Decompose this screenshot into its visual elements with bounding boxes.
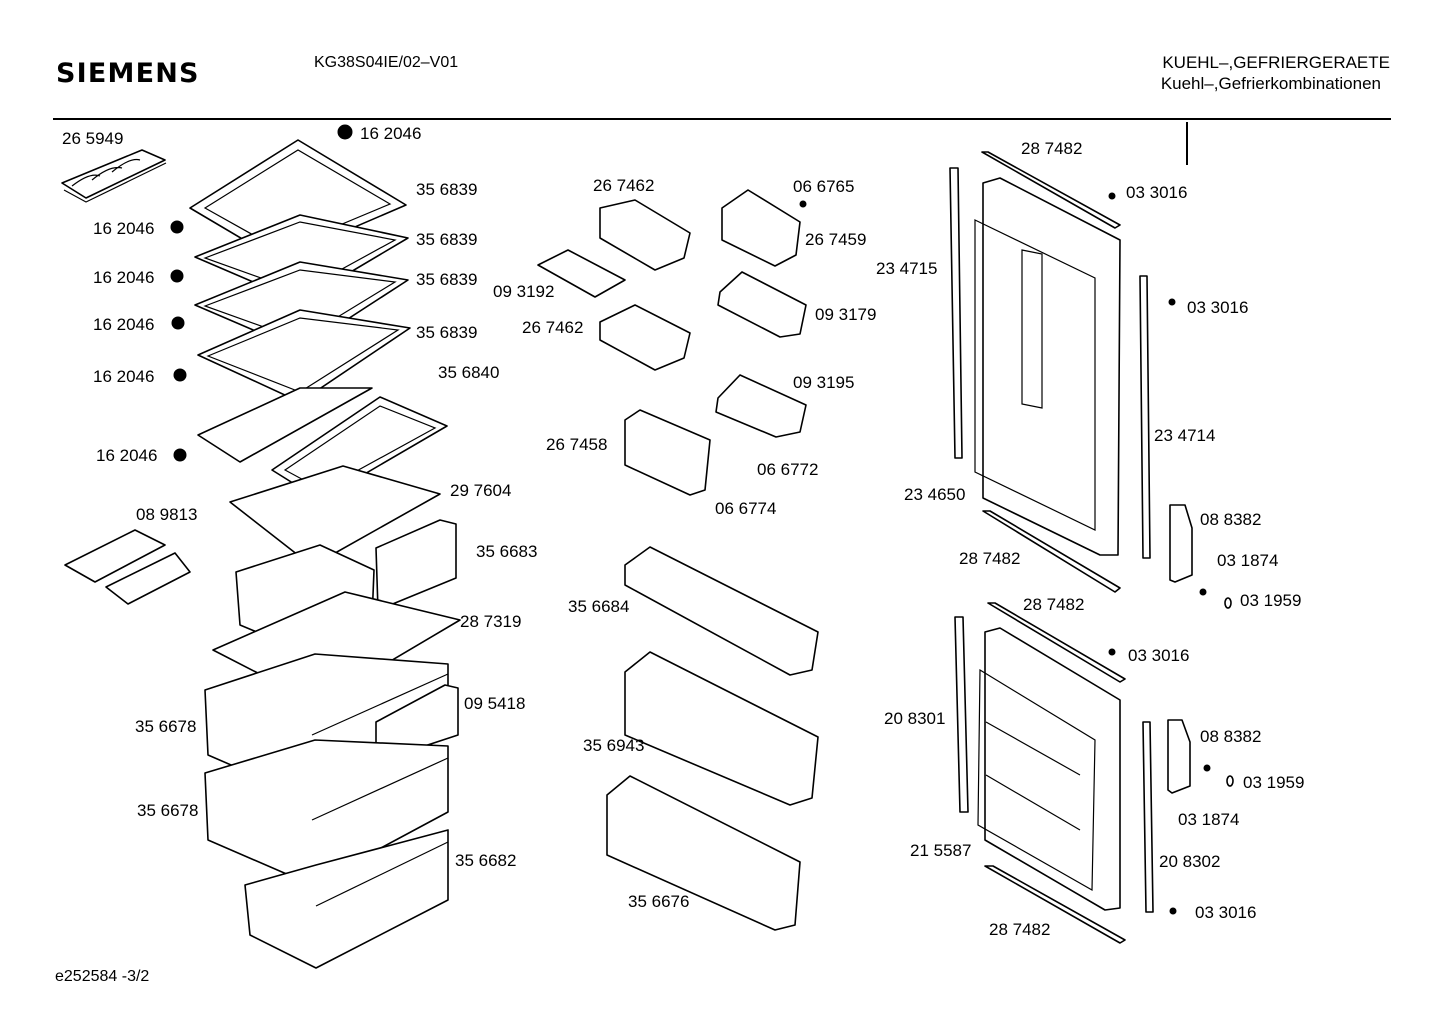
fastener-markers bbox=[170, 124, 1234, 915]
label-26-7458: 26 7458 bbox=[546, 435, 607, 454]
label-35-6676: 35 6676 bbox=[628, 892, 689, 911]
label-06-6772: 06 6772 bbox=[757, 460, 818, 479]
label-08-8382-a: 08 8382 bbox=[1200, 510, 1261, 529]
lower-bottom-strip bbox=[984, 865, 1126, 944]
door-bar-large-1 bbox=[624, 546, 819, 676]
label-09-5418: 09 5418 bbox=[464, 694, 525, 713]
glass-shelf-4 bbox=[197, 309, 411, 403]
butter-compartment bbox=[721, 189, 801, 267]
door-bin-small-2 bbox=[717, 271, 807, 338]
label-35-6943: 35 6943 bbox=[583, 736, 644, 755]
hinge-upper bbox=[1169, 504, 1193, 583]
hinge-lower bbox=[1167, 719, 1191, 794]
label-03-3016-b: 03 3016 bbox=[1187, 298, 1248, 317]
label-16-2046-c: 16 2046 bbox=[93, 315, 154, 334]
upper-door bbox=[974, 177, 1121, 556]
upper-bottom-strip bbox=[982, 510, 1121, 593]
lower-door bbox=[977, 627, 1121, 911]
label-09-3192: 09 3192 bbox=[493, 282, 554, 301]
label-08-8382-b: 08 8382 bbox=[1200, 727, 1261, 746]
label-03-3016-d: 03 3016 bbox=[1195, 903, 1256, 922]
label-16-2046-b: 16 2046 bbox=[93, 268, 154, 287]
label-06-6774: 06 6774 bbox=[715, 499, 776, 518]
label-35-6682: 35 6682 bbox=[455, 851, 516, 870]
egg-holder bbox=[537, 249, 626, 298]
small-drawer bbox=[375, 519, 457, 611]
label-29-7604: 29 7604 bbox=[450, 481, 511, 500]
label-03-3016-a: 03 3016 bbox=[1126, 183, 1187, 202]
label-23-4714: 23 4714 bbox=[1154, 426, 1215, 445]
dairy-flap bbox=[624, 409, 711, 496]
model-number: KG38S04IE/02–V01 bbox=[314, 54, 459, 71]
header-vertical-mark bbox=[1186, 122, 1188, 165]
door-bin-small-3 bbox=[599, 304, 691, 371]
label-35-6839-a: 35 6839 bbox=[416, 180, 477, 199]
header-divider bbox=[53, 118, 1391, 120]
label-28-7319: 28 7319 bbox=[460, 612, 521, 631]
label-06-6765: 06 6765 bbox=[793, 177, 854, 196]
label-35-6678-a: 35 6678 bbox=[135, 717, 196, 736]
label-28-7482-a: 28 7482 bbox=[1021, 139, 1082, 158]
label-35-6684: 35 6684 bbox=[568, 597, 629, 616]
door-bar-large-3 bbox=[606, 775, 801, 931]
label-03-1874-b: 03 1874 bbox=[1178, 810, 1239, 829]
label-03-3016-c: 03 3016 bbox=[1128, 646, 1189, 665]
brand-logo: SIEMENS bbox=[56, 58, 200, 89]
label-20-8301: 20 8301 bbox=[884, 709, 945, 728]
freezer-drawer-3 bbox=[244, 829, 449, 969]
label-09-3179: 09 3179 bbox=[815, 305, 876, 324]
label-20-8302: 20 8302 bbox=[1159, 852, 1220, 871]
label-23-4650: 23 4650 bbox=[904, 485, 965, 504]
label-16-2046-d: 16 2046 bbox=[93, 367, 154, 386]
label-21-5587: 21 5587 bbox=[910, 841, 971, 860]
ice-trays-illustration bbox=[64, 529, 191, 605]
door-bin-small-1 bbox=[599, 199, 691, 271]
upper-top-strip bbox=[981, 151, 1121, 229]
label-35-6840: 35 6840 bbox=[438, 363, 499, 382]
label-09-3195: 09 3195 bbox=[793, 373, 854, 392]
label-26-7462-a: 26 7462 bbox=[593, 176, 654, 195]
egg-tray-illustration bbox=[61, 149, 167, 203]
upper-door-gasket-left bbox=[949, 167, 963, 459]
door-bin-small-4 bbox=[715, 374, 807, 438]
door-bar-large-2 bbox=[624, 651, 819, 806]
upper-door-gasket-right bbox=[1139, 275, 1151, 559]
label-35-6839-b: 35 6839 bbox=[416, 230, 477, 249]
category-subtitle: Kuehl–,Gefrierkombinationen bbox=[1160, 74, 1381, 93]
label-35-6678-b: 35 6678 bbox=[137, 801, 198, 820]
label-08-9813: 08 9813 bbox=[136, 505, 197, 524]
crisper-cover bbox=[229, 465, 441, 567]
label-16-2046-top: 16 2046 bbox=[360, 124, 421, 143]
freezer-drawer-2 bbox=[204, 739, 449, 886]
label-35-6839-c: 35 6839 bbox=[416, 270, 477, 289]
label-16-2046-e: 16 2046 bbox=[96, 446, 157, 465]
lower-top-strip bbox=[987, 602, 1126, 683]
label-28-7482-d: 28 7482 bbox=[989, 920, 1050, 939]
label-35-6839-d: 35 6839 bbox=[416, 323, 477, 342]
label-23-4715: 23 4715 bbox=[876, 259, 937, 278]
label-03-1874-a: 03 1874 bbox=[1217, 551, 1278, 570]
shelf-frame-5 bbox=[197, 387, 373, 463]
lower-door-gasket-left bbox=[954, 616, 969, 813]
label-16-2046-a: 16 2046 bbox=[93, 219, 154, 238]
label-26-7459: 26 7459 bbox=[805, 230, 866, 249]
label-03-1959-a: 03 1959 bbox=[1240, 591, 1301, 610]
label-28-7482-c: 28 7482 bbox=[1023, 595, 1084, 614]
lower-door-gasket-right bbox=[1142, 721, 1154, 913]
label-03-1959-b: 03 1959 bbox=[1243, 773, 1304, 792]
label-28-7482-b: 28 7482 bbox=[959, 549, 1020, 568]
label-35-6683: 35 6683 bbox=[476, 542, 537, 561]
label-26-7462-b: 26 7462 bbox=[522, 318, 583, 337]
category-title: KUEHL–,GEFRIERGERAETE bbox=[1162, 53, 1390, 72]
part-number-labels: 26 5949 16 2046 35 6839 16 2046 35 6839 … bbox=[62, 124, 1304, 939]
document-reference: e252584 -3/2 bbox=[55, 968, 150, 985]
label-26-5949: 26 5949 bbox=[62, 129, 123, 148]
